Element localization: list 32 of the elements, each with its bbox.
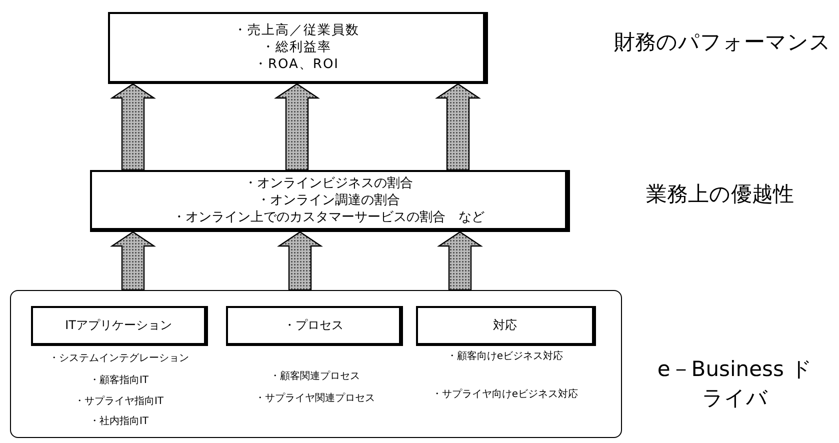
box-text: ・オンライン調達の割合 [257,192,400,208]
bullet-text: ・顧客指向IT [88,374,150,387]
driver-panel [10,290,622,438]
box-text: ITアプリケーション [65,317,172,334]
bullet-text: ・サプライヤ関連プロセス [254,392,376,405]
side-label: 財務のパフォーマンス [613,29,832,56]
side-label: e－Business ドライバ [656,356,814,412]
bullet-text: ・顧客関連プロセス [269,370,361,383]
box-text: ・プロセス [284,317,344,334]
bullet-text: ・社内指向IT [88,415,150,428]
box-text: ・ROA、ROI [254,56,340,73]
block-arrow [110,231,156,291]
box-text: ・オンラインビジネスの割合 [244,174,413,192]
metrics-box [108,12,488,84]
metrics-box [90,170,570,232]
bullet-text: ・サプライヤ向けeビジネス対応 [430,388,580,401]
block-arrow [435,83,481,171]
box-text: ・総利益率 [262,39,332,56]
block-arrow [437,231,483,291]
block-arrow [110,83,156,171]
box-text: ・オンライン上でのカスタマーサービスの割合 など [172,208,484,226]
category-box [416,306,596,346]
bullet-text: ・顧客向けeビジネス対応 [446,350,564,363]
bullet-text: ・システムインテグレーション [48,352,190,365]
block-arrow [277,231,323,291]
category-box [226,306,403,346]
box-text: ・売上高／従業員数 [234,22,360,39]
category-box [31,306,208,346]
side-label: 業務上の優越性 [645,181,795,208]
box-text: 対応 [493,317,517,334]
block-arrow [274,83,320,171]
bullet-text: ・サプライヤ指向IT [73,395,165,408]
